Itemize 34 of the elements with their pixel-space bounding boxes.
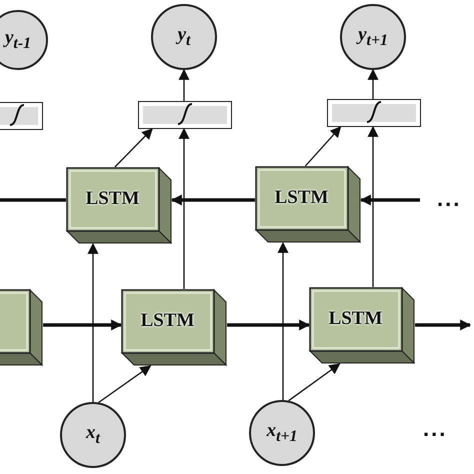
arrow: [288, 363, 340, 402]
variable-label: y$_{t+1}$: [358, 24, 388, 50]
ellipsis: ...: [437, 188, 462, 210]
lstm-block: [66, 167, 172, 244]
block-label: LSTM: [140, 309, 196, 333]
lstm-block: [309, 287, 415, 364]
arrow: [368, 68, 378, 99]
arrow: [415, 320, 472, 330]
arrow: [114, 128, 153, 168]
activation-box: [138, 101, 232, 129]
block-label: LSTM: [274, 186, 330, 210]
block-label: LSTM: [328, 307, 384, 331]
lstm-block: [255, 166, 361, 243]
variable-label: x$_{t+1}$: [266, 420, 298, 446]
arrow: [170, 194, 255, 206]
variable-label: y$_{t-1}$: [4, 27, 32, 53]
arrow: [304, 126, 342, 166]
variable-label: x$_{t}$: [86, 422, 100, 448]
arrow: [360, 194, 420, 206]
output-node: [0, 10, 48, 70]
arrow: [178, 68, 190, 101]
arrow: [88, 242, 98, 402]
arrow: [227, 320, 310, 330]
variable-label: y$_{t}$: [178, 24, 190, 50]
arrow: [368, 126, 378, 287]
arrow: [43, 320, 122, 330]
arrow: [178, 128, 190, 289]
arrow: [98, 365, 152, 403]
activation-box: [327, 99, 421, 127]
lstm-block: [121, 289, 227, 366]
ellipsis: ...: [423, 418, 448, 440]
arrow: [278, 242, 288, 400]
activation-box: [0, 102, 43, 130]
block-label: LSTM: [84, 187, 140, 211]
